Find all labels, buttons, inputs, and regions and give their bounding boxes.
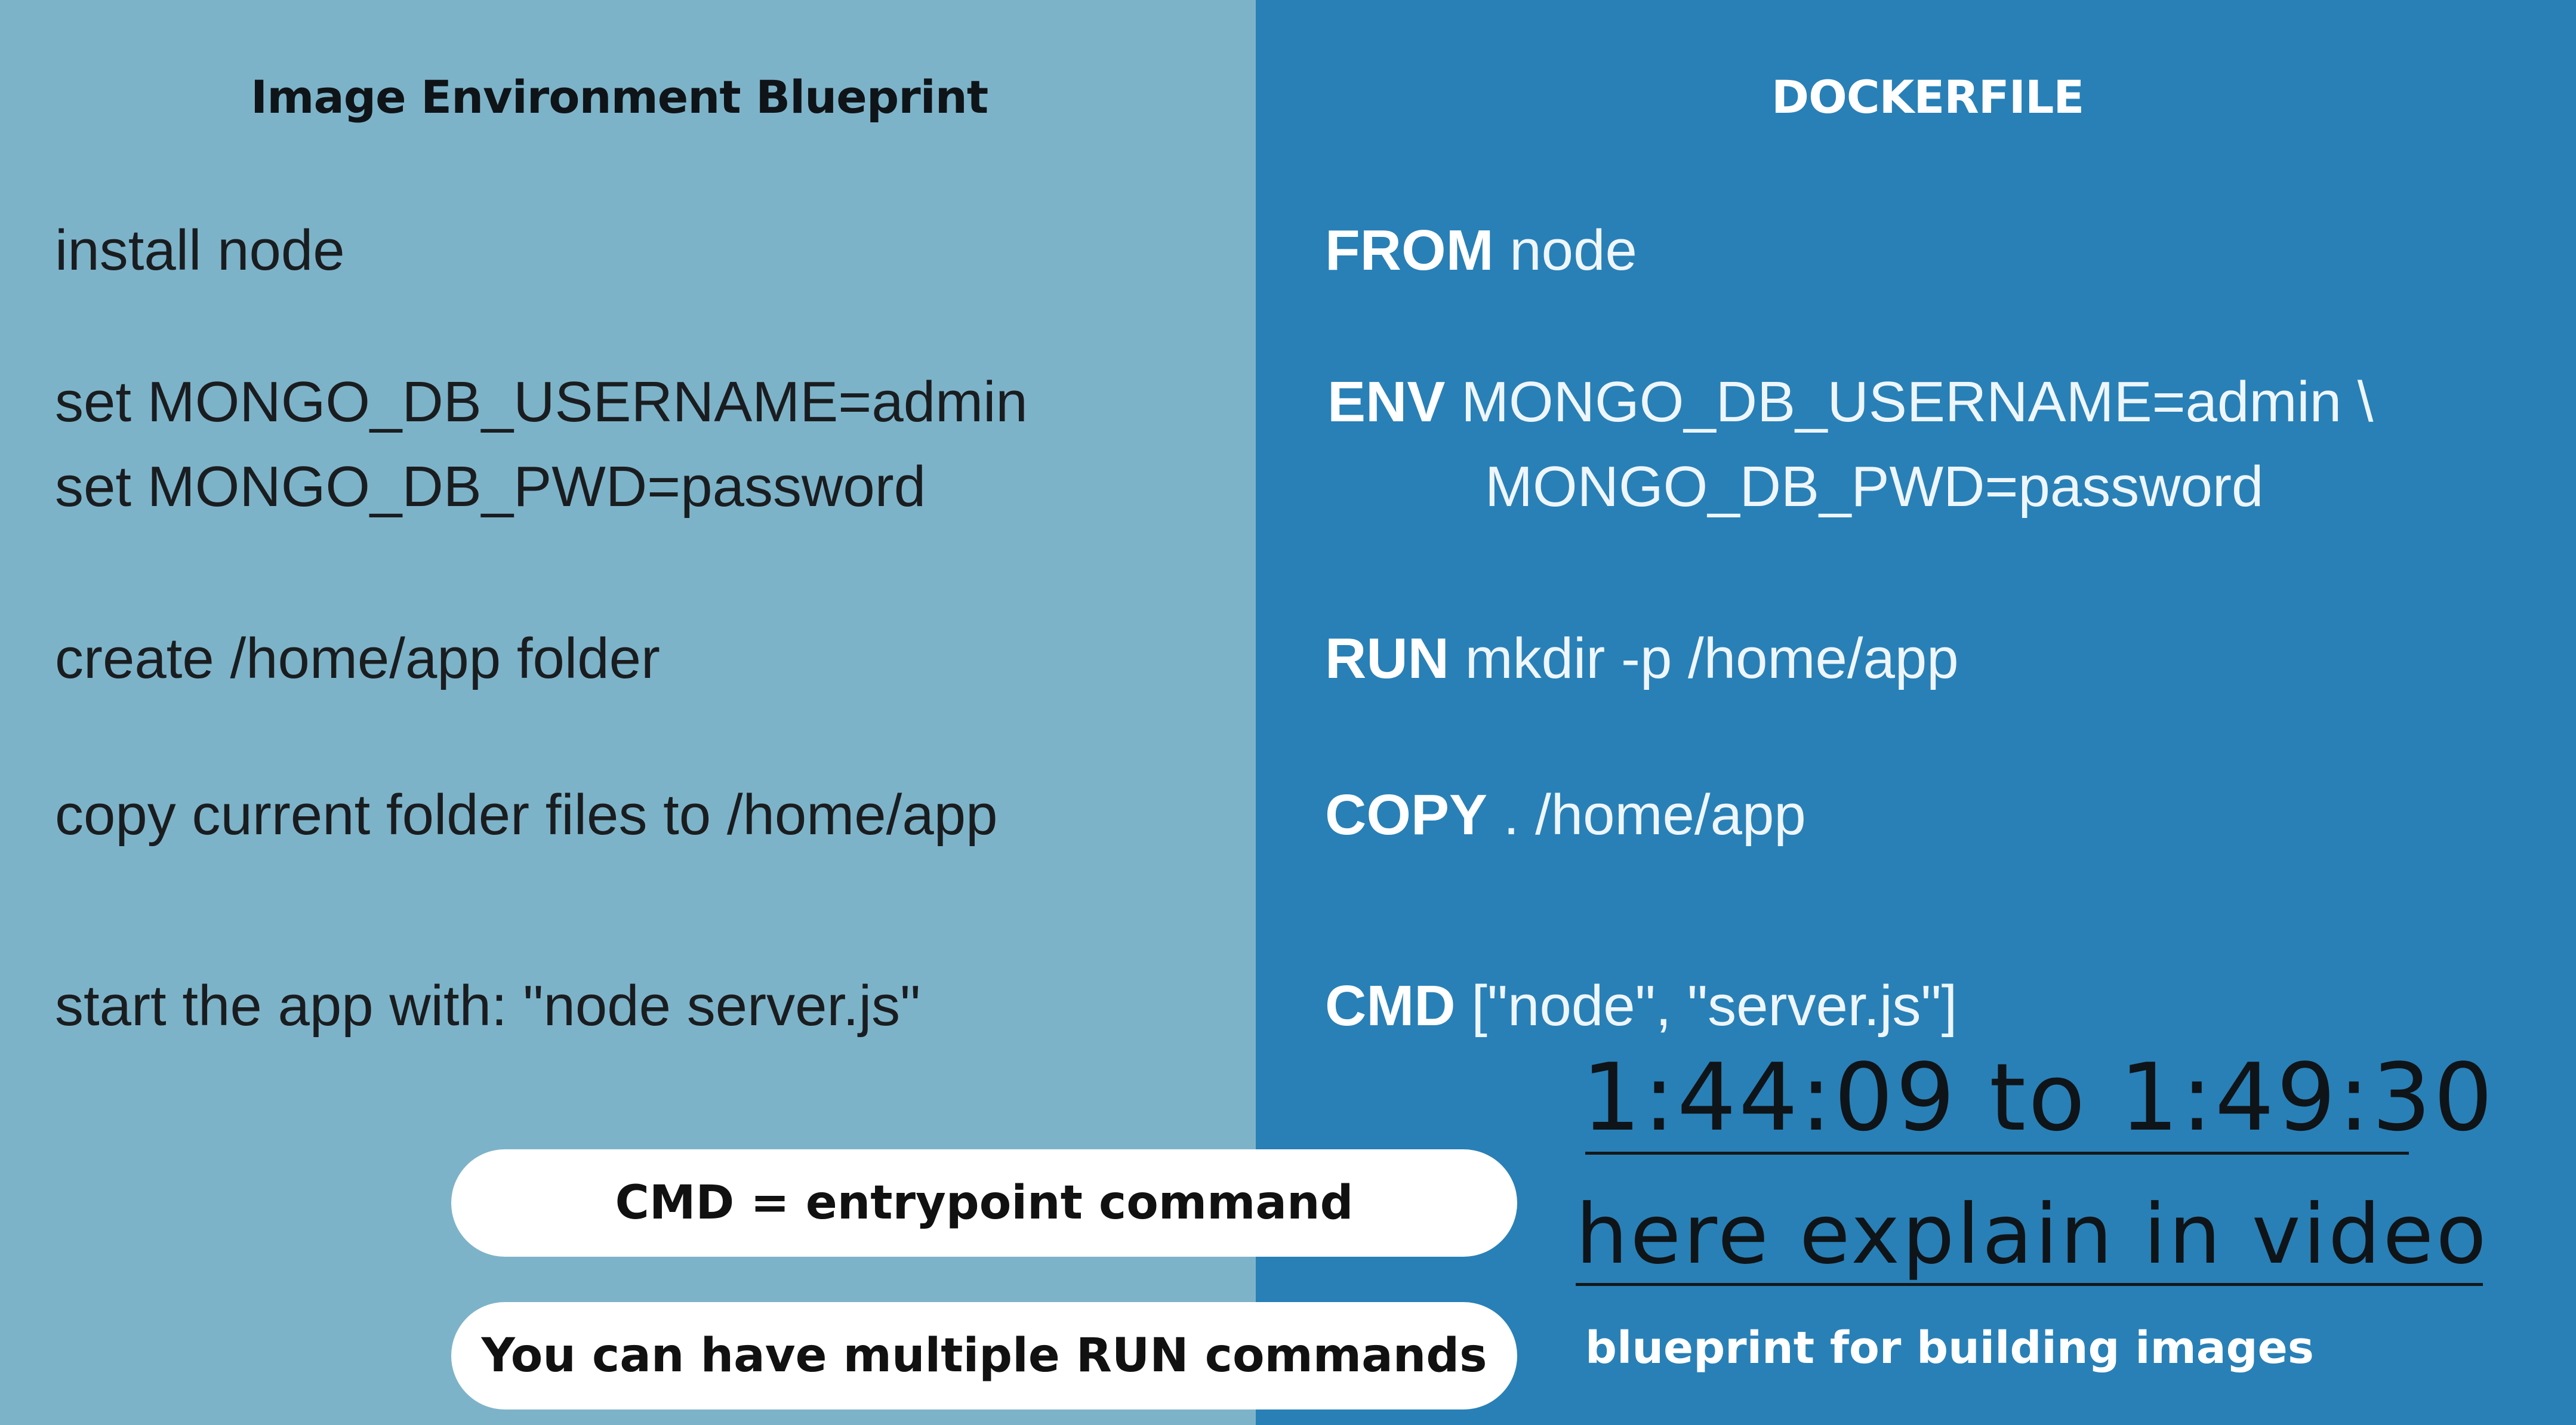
blueprint-row-set-password: set MONGO_DB_PWD=password [55, 455, 926, 519]
dockerfile-row-env: ENV MONGO_DB_USERNAME=admin \ [1327, 360, 2373, 444]
dockerfile-keyword-run: RUN [1325, 627, 1449, 690]
dockerfile-row-copy: COPY . /home/app [1325, 773, 1806, 857]
dockerfile-keyword-cmd: CMD [1325, 974, 1456, 1038]
dockerfile-value-run: mkdir -p /home/app [1465, 627, 1959, 690]
dockerfile-value-from: node [1509, 218, 1637, 282]
blueprint-row-install-node: install node [55, 218, 345, 282]
dockerfile-keyword-from: FROM [1325, 218, 1494, 282]
dockerfile-heading: DOCKERFILE [1771, 70, 2084, 124]
blueprint-row-set-username: set MONGO_DB_USERNAME=admin [55, 370, 1028, 434]
timestamp-underline [1585, 1152, 2409, 1155]
blueprint-row-copy-files: copy current folder files to /home/app [55, 783, 998, 847]
blueprint-row-create-folder: create /home/app folder [55, 627, 660, 690]
note-underline [1576, 1283, 2483, 1286]
callout-cmd-text: CMD = entrypoint command [615, 1176, 1354, 1230]
blueprint-heading: Image Environment Blueprint [251, 70, 988, 124]
callout-run-text: You can have multiple RUN commands [481, 1329, 1487, 1383]
handwritten-note: here explain in video [1576, 1186, 2489, 1282]
handwritten-timestamp: 1:44:09 to 1:49:30 [1582, 1043, 2495, 1152]
dockerfile-caption: blueprint for building images [1585, 1322, 2314, 1374]
dockerfile-value-cmd: ["node", "server.js"] [1471, 974, 1958, 1038]
dockerfile-value-copy: . /home/app [1503, 783, 1806, 847]
dockerfile-row-from: FROM node [1325, 209, 1637, 292]
dockerfile-row-run: RUN mkdir -p /home/app [1325, 617, 1959, 701]
dockerfile-row-cmd: CMD ["node", "server.js"] [1325, 964, 1957, 1048]
dockerfile-row-env-continued: MONGO_DB_PWD=password [1485, 445, 2263, 529]
dockerfile-value-env-continued: MONGO_DB_PWD=password [1485, 455, 2264, 519]
callout-cmd-entrypoint: CMD = entrypoint command [451, 1149, 1517, 1257]
dockerfile-keyword-copy: COPY [1325, 783, 1488, 847]
blueprint-panel: Image Environment Blueprint install node… [0, 0, 1256, 1425]
blueprint-row-start-app: start the app with: "node server.js" [55, 974, 921, 1038]
dockerfile-keyword-env: ENV [1327, 370, 1446, 434]
dockerfile-value-env: MONGO_DB_USERNAME=admin \ [1461, 370, 2374, 434]
callout-multiple-run: You can have multiple RUN commands [451, 1302, 1517, 1409]
